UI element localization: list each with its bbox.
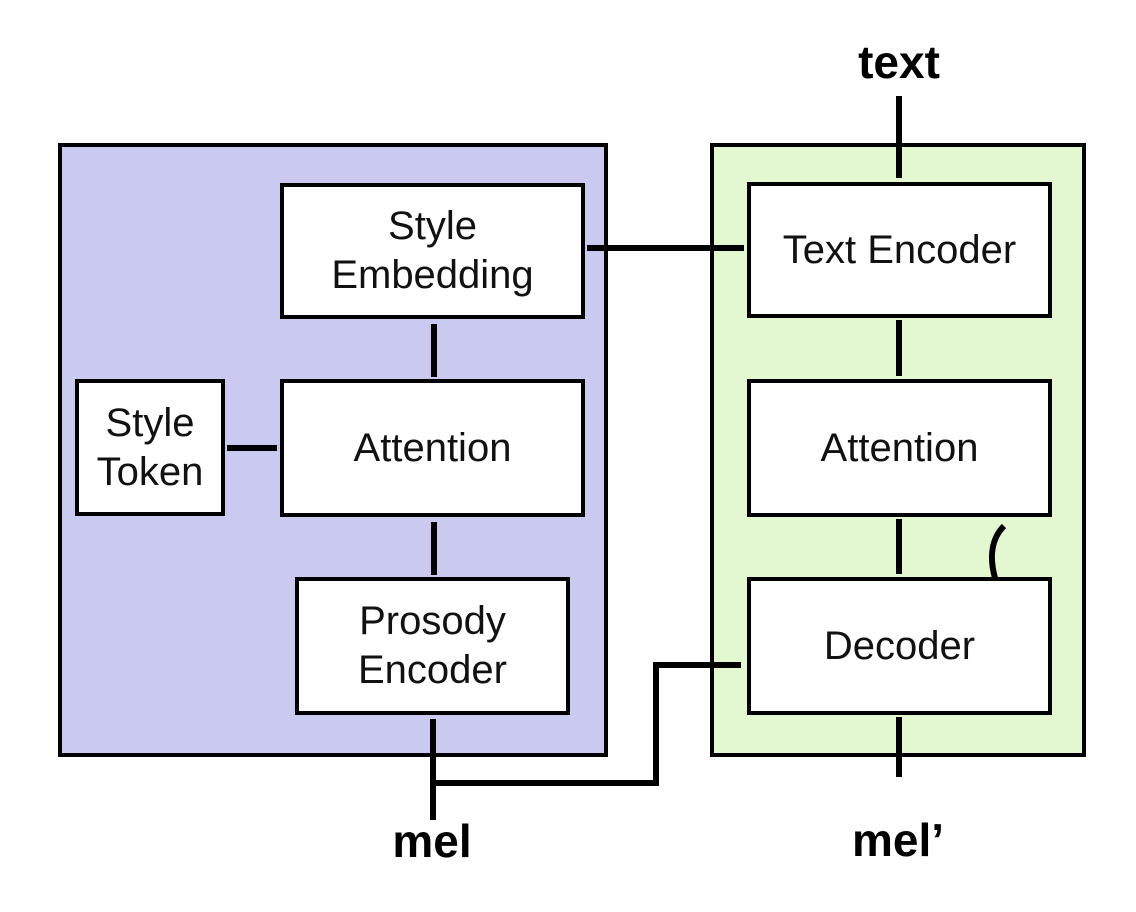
style-attention-box: Attention bbox=[280, 379, 585, 517]
style-embedding-box: Style Embedding bbox=[280, 183, 585, 319]
synthesis-attention-box: Attention bbox=[747, 379, 1052, 517]
text-input-label: text bbox=[858, 36, 940, 88]
style-token-box: Style Token bbox=[75, 379, 225, 516]
decoder-box: Decoder bbox=[747, 577, 1052, 715]
prosody-encoder-box: Prosody Encoder bbox=[295, 577, 570, 715]
mel-input-label: mel bbox=[392, 815, 472, 867]
mel-output-label: mel’ bbox=[851, 814, 945, 866]
text-encoder-box: Text Encoder bbox=[747, 182, 1052, 318]
